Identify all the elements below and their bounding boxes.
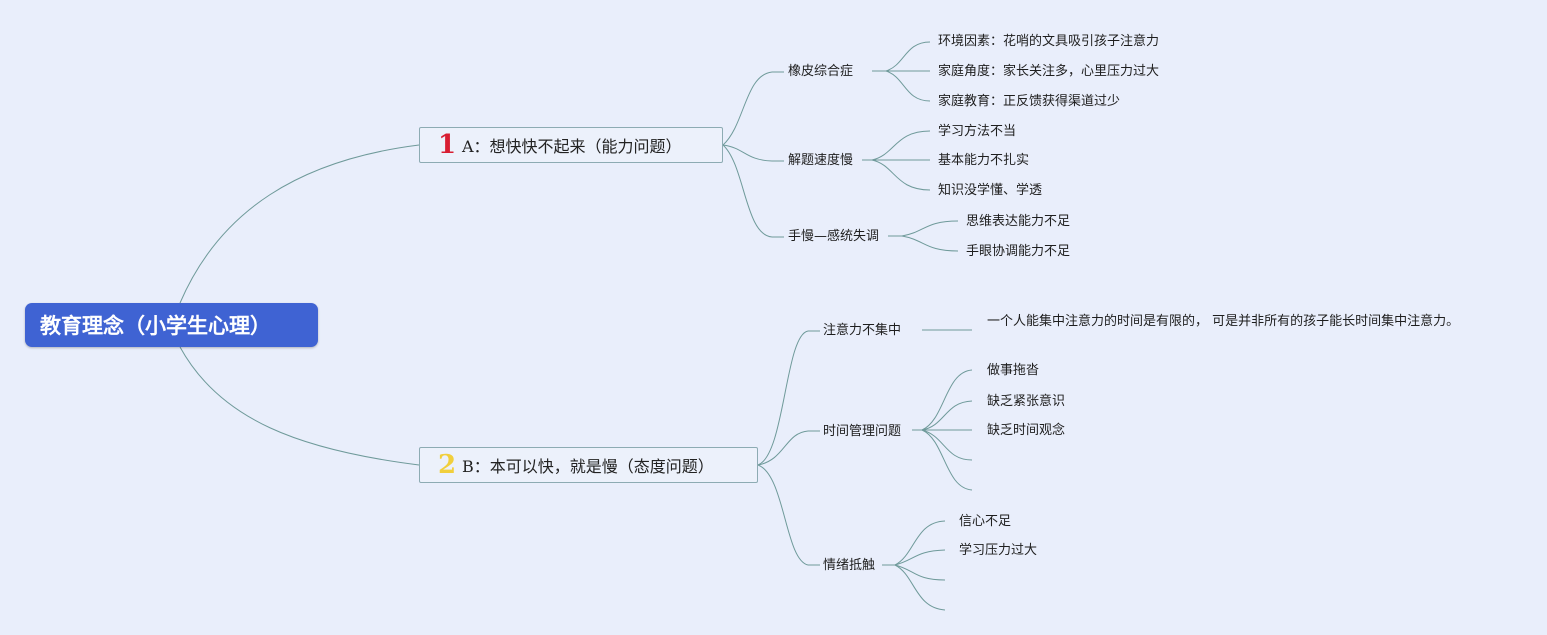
leaf-topic[interactable]: 缺乏紧张意识 <box>987 394 1066 409</box>
subtopic-sensory-integration[interactable]: 手慢—感统失调 <box>788 229 880 244</box>
connector-b1-sub1 <box>722 71 773 146</box>
main-topic-label: A：想快快不起来（能力问题） <box>462 137 682 156</box>
connector-b2-sub1 <box>757 330 809 466</box>
connector-root-branch1 <box>179 144 420 304</box>
leaf-topic[interactable]: 环境因素：花哨的文具吸引孩子注意力 <box>938 34 1160 49</box>
root-title: 教育理念（小学生心理） <box>40 314 271 338</box>
leaf-topic[interactable]: 信心不足 <box>959 514 1012 529</box>
priority-1-icon: 1 <box>438 130 457 160</box>
leaf-topic[interactable]: 家庭角度：家长关注多，心里压力过大 <box>938 64 1160 79</box>
leaf-topic[interactable]: 一个人能集中注意力的时间是有限的， 可是并非所有的孩子能长时间集中注意力。 <box>987 314 1460 329</box>
leaf-topic[interactable]: 缺乏时间观念 <box>987 423 1066 438</box>
subtopic-emotional-resistance[interactable]: 情绪抵触 <box>823 558 876 573</box>
main-topic-ability[interactable]: 1 A：想快快不起来（能力问题） <box>419 127 723 163</box>
leaf-topic[interactable]: 家庭教育：正反馈获得渠道过少 <box>938 94 1121 109</box>
subtopic-slow-solving[interactable]: 解题速度慢 <box>788 153 854 168</box>
subtopic-eraser-syndrome[interactable]: 橡皮综合症 <box>788 64 854 79</box>
leaf-topic[interactable]: 学习压力过大 <box>959 543 1038 558</box>
connector-b1-sub3 <box>722 144 773 238</box>
leaf-topic[interactable]: 知识没学懂、学透 <box>938 183 1043 198</box>
leaf-topic[interactable]: 学习方法不当 <box>938 124 1017 139</box>
leaf-topic[interactable]: 思维表达能力不足 <box>966 214 1071 229</box>
connector-b2-sub3 <box>757 464 809 566</box>
main-topic-label: B：本可以快，就是慢（态度问题） <box>462 457 714 476</box>
subtopic-attention[interactable]: 注意力不集中 <box>823 323 902 338</box>
leaf-topic[interactable]: 基本能力不扎实 <box>938 153 1030 168</box>
connector-b2-sub2 <box>757 430 809 466</box>
root-topic[interactable]: 教育理念（小学生心理） <box>25 303 318 347</box>
leaf-topic[interactable]: 做事拖沓 <box>987 363 1040 378</box>
connector-root-branch2 <box>179 346 420 466</box>
leaf-topic[interactable]: 手眼协调能力不足 <box>966 244 1071 259</box>
connector-b1-sub2 <box>722 144 773 162</box>
priority-2-icon: 2 <box>438 450 457 480</box>
subtopic-time-management[interactable]: 时间管理问题 <box>823 424 902 439</box>
main-topic-attitude[interactable]: 2 B：本可以快，就是慢（态度问题） <box>419 447 758 483</box>
